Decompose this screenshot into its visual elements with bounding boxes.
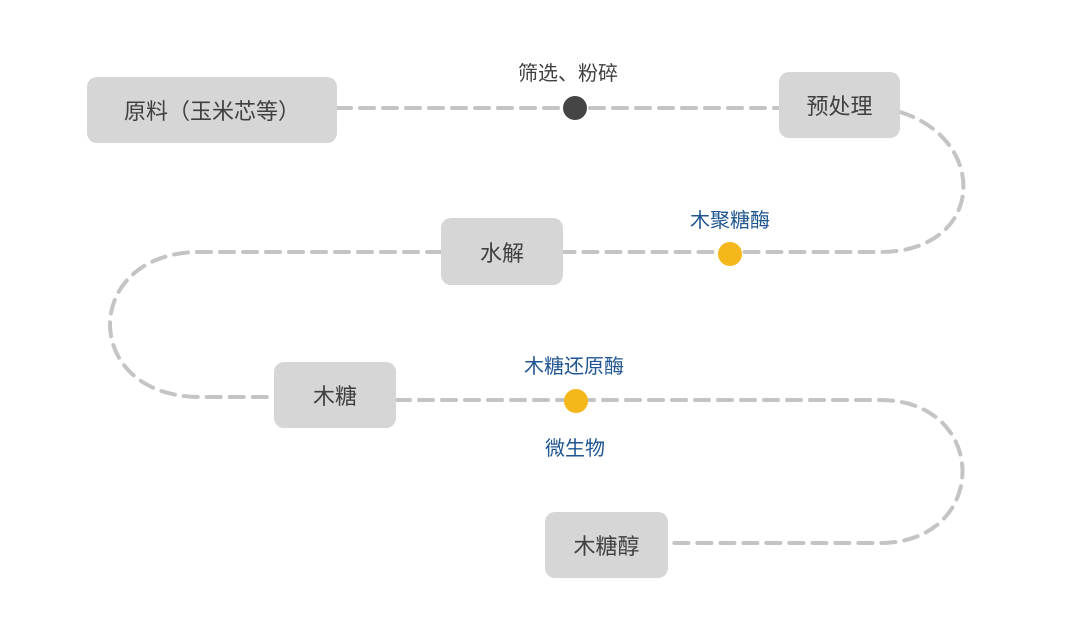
node-raw-material: 原料（玉米芯等） [87,77,337,143]
step-marker-screening [563,96,587,120]
node-label: 木糖醇 [573,535,640,560]
connector-hydrolysis-to-xylose [108,250,443,399]
enzyme-marker-xylose-reductase [564,389,588,413]
connector-pre-to-hydrolysis [561,110,966,254]
annotation-microorganism: 微生物 [545,436,605,460]
node-xylitol: 木糖醇 [545,512,668,578]
annotation-xylose-reductase: 木糖还原酶 [524,354,624,378]
node-hydrolysis: 水解 [441,218,563,285]
node-label: 原料（玉米芯等） [123,100,300,125]
node-label: 水解 [479,241,524,267]
node-pretreatment: 预处理 [779,72,900,138]
annotation-xylanase: 木聚糖酶 [690,208,770,232]
node-xylose: 木糖 [274,362,396,428]
enzyme-marker-xylanase [718,242,742,266]
node-label: 预处理 [806,95,873,120]
annotation-screening-crushing: 筛选、粉碎 [518,61,618,85]
node-label: 木糖 [312,385,357,410]
connector-xylose-to-xylitol [394,398,965,545]
